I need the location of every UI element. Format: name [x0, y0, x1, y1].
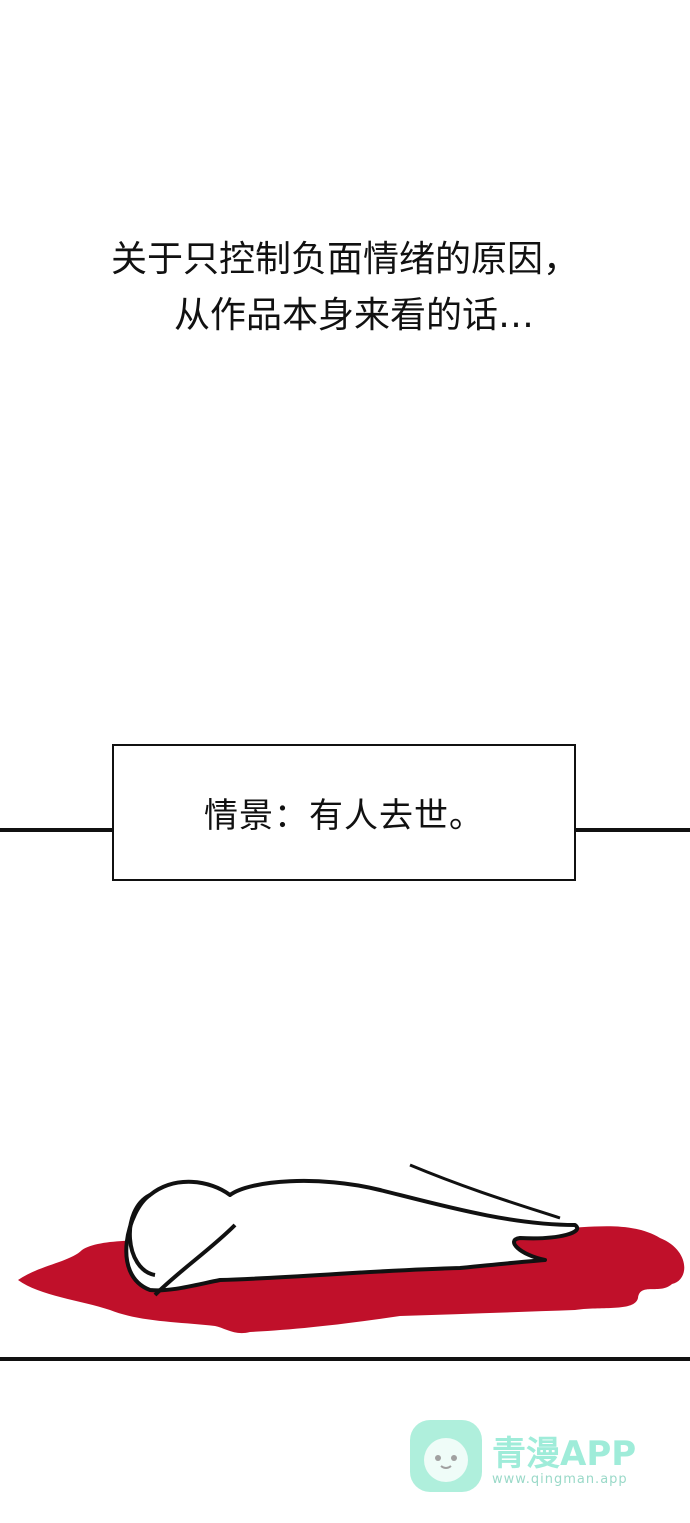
watermark: 青漫APP www.qingman.app [408, 1420, 668, 1500]
head-outline [128, 1193, 156, 1277]
scene-illustration [18, 1163, 685, 1334]
narration-line-2: 从作品本身来看的话… [173, 295, 534, 336]
panel-divider-left [0, 828, 112, 832]
narration-line-1: 关于只控制负面情绪的原因， [110, 239, 579, 280]
back-line [409, 1163, 561, 1220]
watermark-title: 青漫APP [492, 1434, 637, 1474]
cat-logo-icon [410, 1420, 482, 1492]
narration-text: 关于只控制负面情绪的原因， 从作品本身来看的话… [0, 232, 690, 344]
caption-text: 情景：有人去世。 [204, 796, 484, 836]
arm-line [153, 1223, 237, 1297]
caption-box: 情景：有人去世。 [112, 744, 576, 881]
panel-divider-bottom [0, 1357, 690, 1361]
panel-divider-right [574, 828, 690, 832]
watermark-url: www.qingman.app [492, 1472, 628, 1487]
body-shape [124, 1178, 580, 1293]
